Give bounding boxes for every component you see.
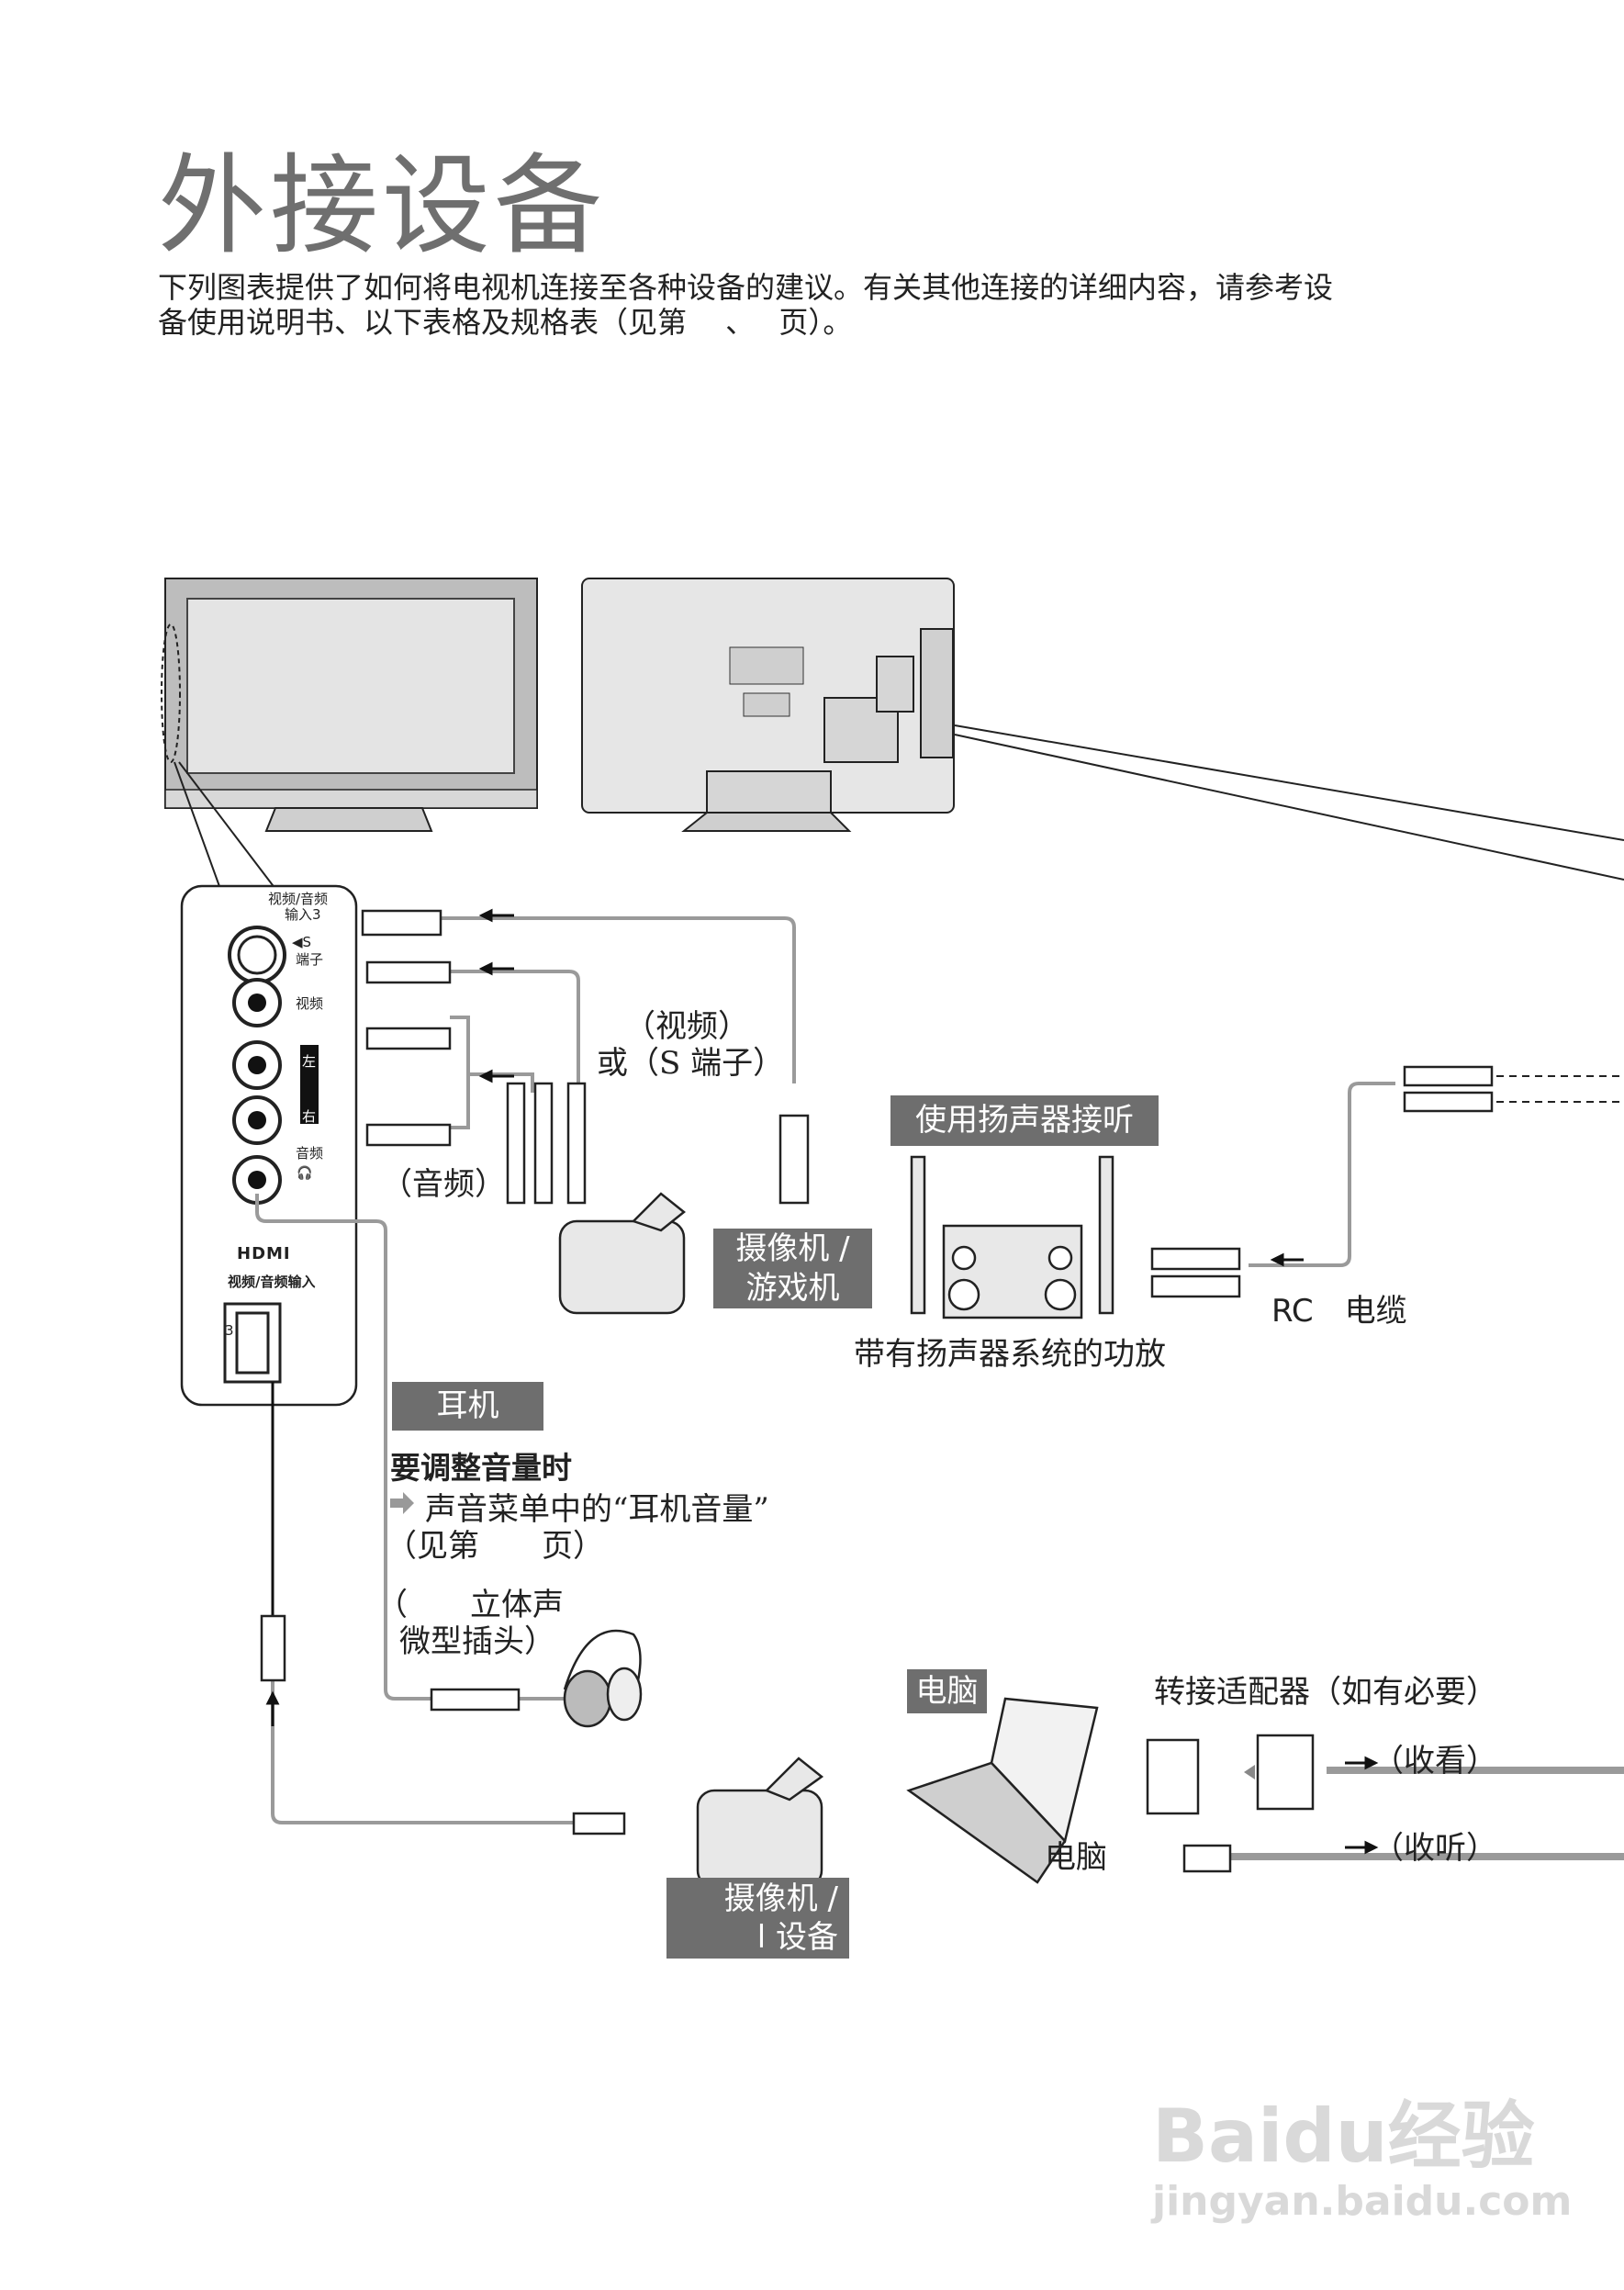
hdmi-number-label: 3 [225, 1322, 234, 1339]
av-input-label-2: 输入3 [285, 906, 321, 923]
video-port-label: 视频 [296, 995, 324, 1012]
connectors [260, 909, 1494, 1873]
camcorder-game-line1: 摄像机 / [735, 1230, 850, 1267]
watch-label: （收看） [1372, 1743, 1497, 1779]
baidu-watermark-logo: Baidu经验 [1152, 2094, 1535, 2179]
side-panel-illustration [180, 884, 358, 1407]
baidu-watermark-url: jingyan.baidu.com [1152, 2178, 1573, 2225]
headphone-jack-icon: 🎧 [297, 1166, 313, 1181]
tv-front-illustration [161, 578, 538, 890]
tv-rear-illustration [581, 578, 1624, 881]
stereo-plug-line1: （ 立体声 [376, 1587, 564, 1623]
av-input-label-1: 视频/音频 [268, 891, 329, 907]
video-label: （视频） [624, 1008, 749, 1045]
arrow-right-icon [390, 1492, 414, 1514]
left-channel-label: 左 [302, 1053, 317, 1070]
adapter-label: 转接适配器（如有必要） [1154, 1674, 1497, 1711]
amplifier-icon [910, 1155, 1114, 1319]
page-title: 外接设备 [158, 142, 607, 269]
speaker-listen-badge: 使用扬声器接听 [890, 1095, 1159, 1146]
hdmi-input-label: 视频/音频输入 [228, 1274, 316, 1290]
intro-text-line1: 下列图表提供了如何将电视机连接至各种设备的建议。有关其他连接的详细内容，请参考设 [158, 270, 1334, 305]
camcorder-game-badge: 摄像机 / 游戏机 [713, 1229, 872, 1308]
camcorder-hdmi-line1: 摄像机 / [723, 1880, 838, 1917]
listen-label: （收听） [1372, 1830, 1497, 1867]
pc-badge: 电脑 [907, 1669, 987, 1713]
s-video-or-label: 或（S 端子） [597, 1045, 785, 1082]
cables [255, 916, 1624, 1860]
s-video-label-1: ◀S [292, 934, 312, 950]
stereo-plug-line2: 微型插头） [399, 1623, 555, 1660]
volume-page-ref: （见第 页） [386, 1528, 604, 1565]
intro-text-line2: 备使用说明书、以下表格及规格表（见第 、 页）。 [158, 305, 853, 340]
direction-arrows [265, 908, 1379, 1855]
volume-menu-text: 声音菜单中的“耳机音量” [425, 1491, 769, 1528]
amplifier-label: 带有扬声器系统的功放 [854, 1336, 1166, 1373]
camcorder-icon [558, 1192, 687, 1315]
volume-heading: 要调整音量时 [390, 1450, 572, 1486]
rca-cable-label: RC 电缆 [1271, 1293, 1407, 1330]
camcorder-hdmi-line2: l 设备 [756, 1919, 838, 1956]
camcorder-hdmi-icon [696, 1757, 824, 1889]
adapter-arrow-icon [1244, 1765, 1255, 1779]
right-channel-label: 右 [302, 1108, 317, 1125]
dashed-continuation [1496, 1075, 1624, 1103]
headphones-badge: 耳机 [392, 1382, 543, 1431]
audio-label: （音频） [381, 1166, 506, 1203]
hdmi-logo: HDMI [237, 1244, 291, 1263]
camcorder-game-line2: 游戏机 [745, 1269, 840, 1307]
laptop-icon [906, 1697, 1099, 1884]
audio-port-label: 音频 [296, 1145, 324, 1162]
s-video-label-2: 端子 [296, 951, 324, 968]
headphones-icon [563, 1629, 643, 1728]
pc-label: 电脑 [1045, 1839, 1107, 1876]
camcorder-hdmi-badge: 摄像机 / l 设备 [666, 1878, 849, 1959]
